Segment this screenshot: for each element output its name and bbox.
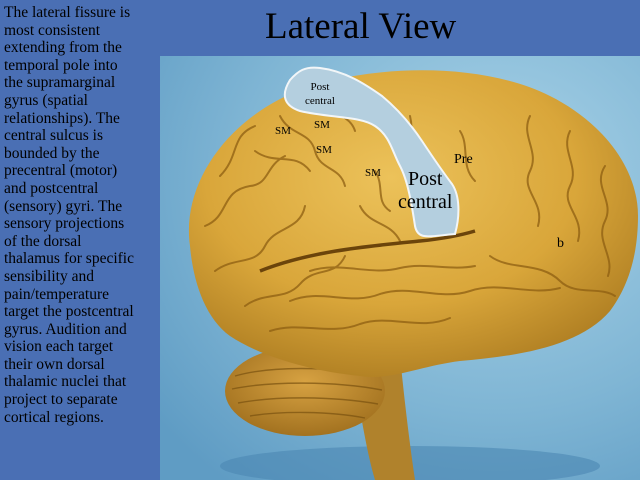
description-line: gyrus (spatial bbox=[4, 91, 88, 109]
description-line: (sensory) gyri. The bbox=[4, 197, 123, 215]
description-line: target the postcentral bbox=[4, 303, 134, 321]
b-label: b bbox=[557, 236, 564, 251]
description-line: thalamic nuclei that bbox=[4, 373, 127, 391]
description-line: thalamus for specific bbox=[4, 250, 134, 268]
description-line: gyrus. Audition and bbox=[4, 320, 127, 338]
description-line: bounded by the bbox=[4, 144, 100, 162]
central-sulcus-highlight bbox=[283, 66, 460, 238]
description-line: their own dorsal bbox=[4, 355, 105, 373]
description-line: cortical regions. bbox=[4, 408, 104, 426]
brain-photo bbox=[160, 56, 640, 480]
description-line: extending from the bbox=[4, 39, 122, 57]
description-line: central sulcus is bbox=[4, 127, 104, 145]
post-central-large-label: Post central bbox=[398, 168, 452, 214]
description-line: vision each target bbox=[4, 338, 114, 356]
sm-label-4: SM bbox=[365, 167, 381, 179]
description-line: relationships). The bbox=[4, 109, 120, 127]
post-central-large-line-2: central bbox=[398, 191, 453, 213]
description-line: sensory projections bbox=[4, 215, 125, 233]
pre-label: Pre bbox=[454, 152, 473, 167]
post-central-large-line-1: Post bbox=[407, 168, 443, 190]
sm-label-1: SM bbox=[275, 125, 291, 137]
description-line: and postcentral bbox=[4, 179, 99, 197]
sm-label-2: SM bbox=[314, 119, 330, 131]
sm-label-3: SM bbox=[316, 144, 332, 156]
description-line: temporal pole into bbox=[4, 56, 118, 74]
post-central-small-line-1: Post bbox=[310, 81, 330, 93]
post-central-small-line-2: central bbox=[305, 95, 335, 107]
description-line: of the dorsal bbox=[4, 232, 82, 250]
description-line: project to separate bbox=[4, 391, 118, 409]
slide-title: Lateral View bbox=[265, 6, 457, 47]
description-line: sensibility and bbox=[4, 267, 94, 285]
description-line: the supramarginal bbox=[4, 74, 116, 92]
description-line: precentral (motor) bbox=[4, 162, 118, 180]
post-central-small-label: Post central bbox=[305, 80, 335, 108]
description-line: pain/temperature bbox=[4, 285, 110, 303]
lateral-fissure bbox=[259, 229, 476, 273]
description-line: most consistent bbox=[4, 21, 101, 39]
description-line: The lateral fissure is bbox=[4, 4, 131, 21]
cerebrum bbox=[188, 70, 639, 378]
